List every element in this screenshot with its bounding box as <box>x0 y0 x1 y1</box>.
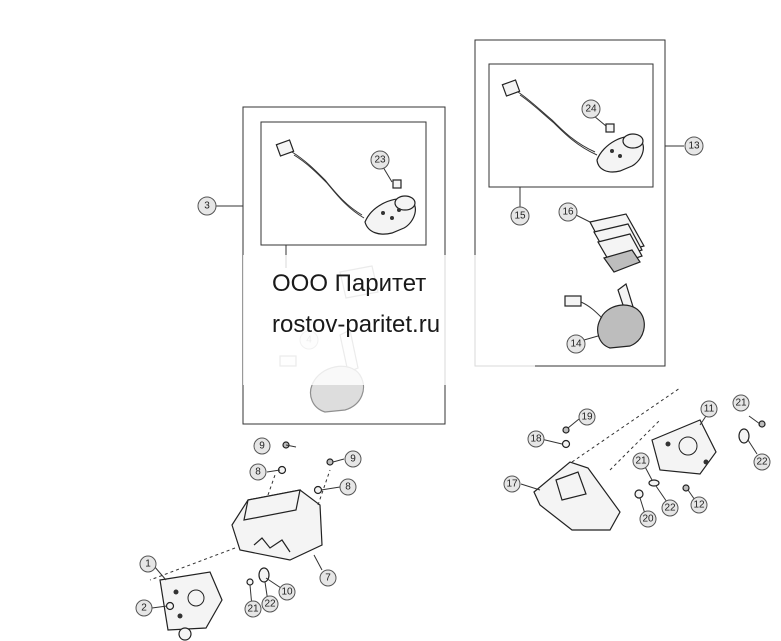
left-subassembly-frame <box>260 121 427 246</box>
svg-text:3: 3 <box>204 201 210 212</box>
rubber-boot-16 <box>589 213 645 273</box>
joystick-base-14 <box>564 283 645 349</box>
left-cable-handle-drawing <box>275 139 416 235</box>
callout-1: 1 <box>139 555 157 573</box>
svg-text:13: 13 <box>688 141 700 152</box>
callout-19: 19 <box>578 408 596 426</box>
callout-24: 24 <box>581 99 601 119</box>
svg-text:21: 21 <box>247 604 259 615</box>
svg-text:1: 1 <box>145 559 151 570</box>
callout-22-left: 22 <box>261 595 279 613</box>
callout-8-right: 8 <box>339 478 357 496</box>
callout-3: 3 <box>197 196 217 216</box>
svg-text:21: 21 <box>735 398 747 409</box>
callout-22-right: 22 <box>661 499 679 517</box>
leader-lines <box>151 115 761 609</box>
watermark-backdrop <box>243 255 535 385</box>
hardware-small-parts <box>165 420 766 611</box>
callout-20: 20 <box>639 510 657 528</box>
svg-text:8: 8 <box>345 482 351 493</box>
svg-text:9: 9 <box>350 454 356 465</box>
svg-text:11: 11 <box>704 404 715 415</box>
callout-7: 7 <box>319 569 337 587</box>
callout-12: 12 <box>690 496 708 514</box>
svg-text:17: 17 <box>506 479 518 490</box>
callout-11: 11 <box>700 400 718 418</box>
svg-text:14: 14 <box>570 339 582 350</box>
svg-text:10: 10 <box>281 587 293 598</box>
watermark-website: rostov-paritet.ru <box>272 311 441 338</box>
svg-text:16: 16 <box>562 207 574 218</box>
callout-23: 23 <box>370 150 390 170</box>
right-subassembly-frame <box>488 63 654 188</box>
svg-text:22: 22 <box>264 599 276 610</box>
bracket-17 <box>533 387 681 531</box>
callout-21-left: 21 <box>244 600 262 618</box>
right-assembly-frame <box>474 39 666 367</box>
svg-text:19: 19 <box>581 412 593 423</box>
svg-text:22: 22 <box>664 503 676 514</box>
plate-1 <box>159 571 223 641</box>
callout-14: 14 <box>566 334 586 354</box>
callout-2: 2 <box>135 599 153 617</box>
bracket-7 <box>149 469 331 581</box>
callout-10: 10 <box>278 583 296 601</box>
svg-text:18: 18 <box>530 434 542 445</box>
svg-text:2: 2 <box>141 603 147 614</box>
right-cable-handle-drawing <box>501 79 644 173</box>
svg-text:20: 20 <box>642 514 654 525</box>
callout-18: 18 <box>527 430 545 448</box>
svg-text:8: 8 <box>255 467 261 478</box>
callout-15: 15 <box>510 206 530 226</box>
svg-text:24: 24 <box>585 104 597 115</box>
watermark-company-name: ООО Паритет <box>272 270 427 297</box>
svg-text:15: 15 <box>514 211 526 222</box>
svg-text:23: 23 <box>374 155 386 166</box>
callout-21-far-right: 21 <box>732 394 750 412</box>
callout-8-left: 8 <box>249 463 267 481</box>
callout-9-right: 9 <box>344 450 362 468</box>
callout-17: 17 <box>503 475 521 493</box>
svg-text:12: 12 <box>693 500 705 511</box>
callout-22-far-right: 22 <box>753 453 771 471</box>
callout-21-right: 21 <box>632 452 650 470</box>
svg-text:7: 7 <box>325 573 331 584</box>
svg-text:21: 21 <box>635 456 647 467</box>
plate-11 <box>651 419 717 475</box>
svg-text:22: 22 <box>756 457 768 468</box>
callout-16: 16 <box>558 202 578 222</box>
svg-text:9: 9 <box>259 441 265 452</box>
callout-13: 13 <box>684 136 704 156</box>
callout-9-left: 9 <box>253 437 271 455</box>
